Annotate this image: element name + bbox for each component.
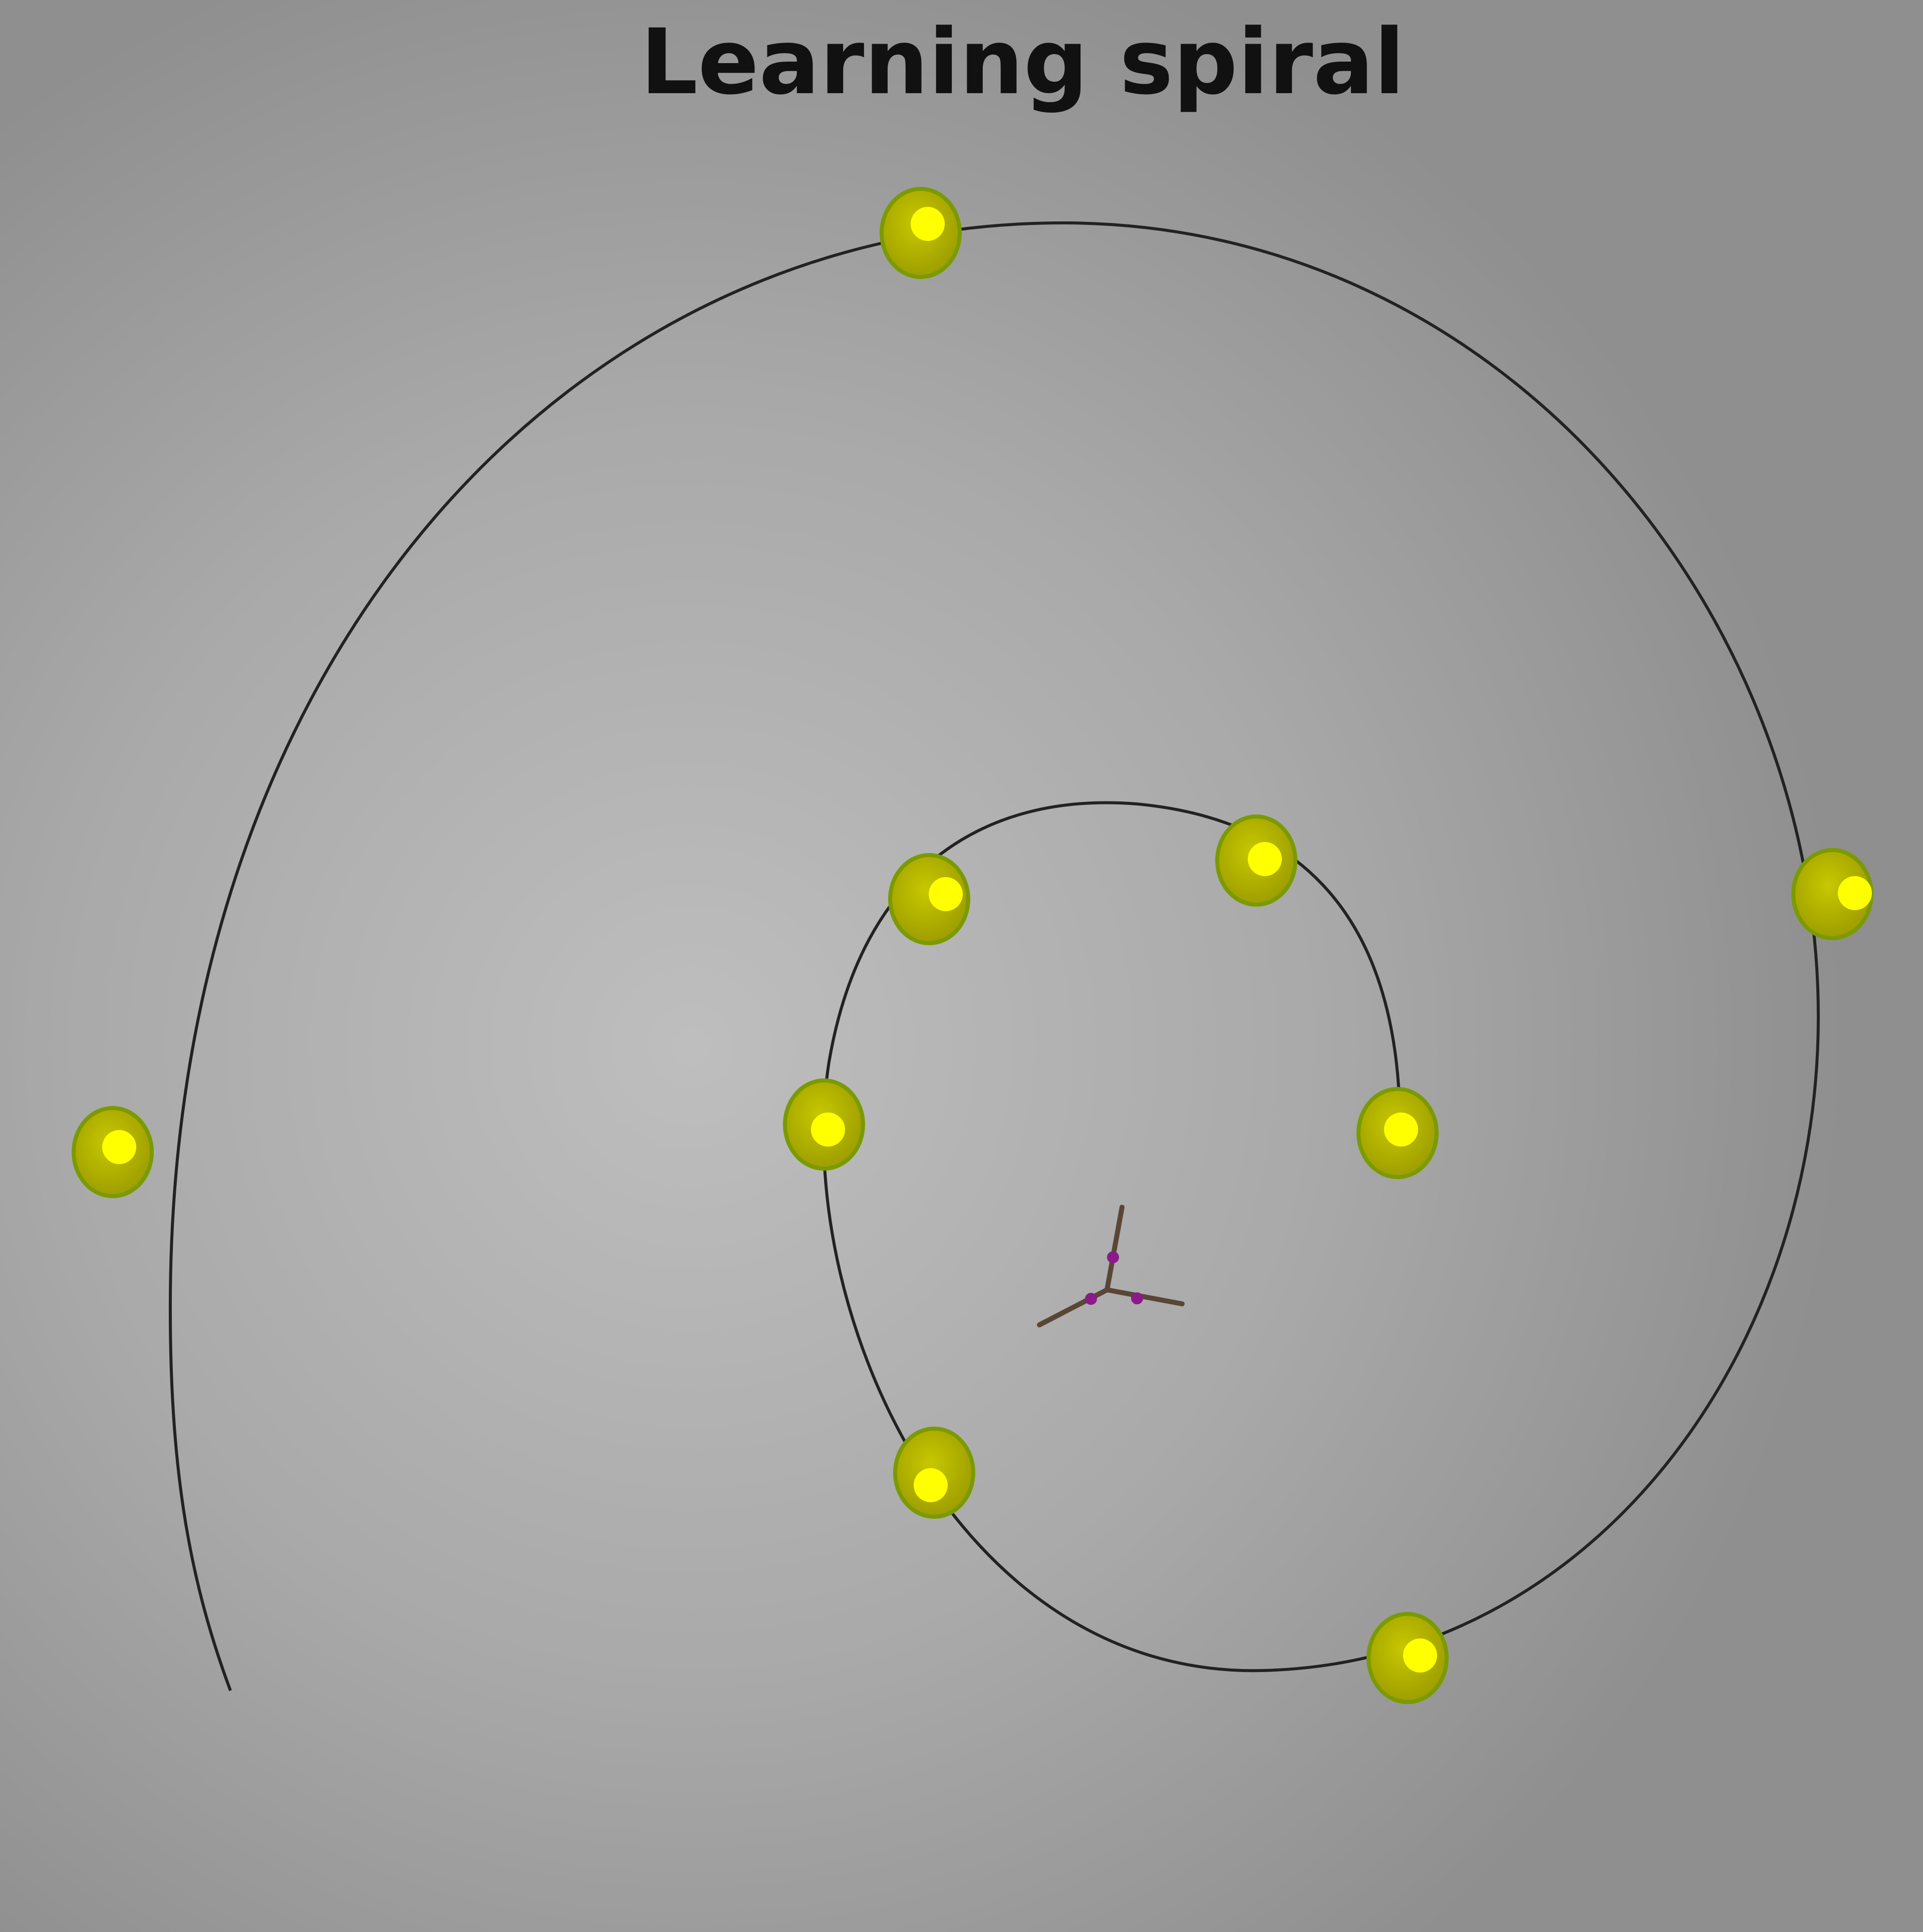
node-core bbox=[1384, 1113, 1418, 1147]
node-core bbox=[1838, 876, 1872, 910]
spiral-node bbox=[1215, 814, 1297, 907]
node-core bbox=[911, 207, 945, 241]
node-core bbox=[914, 1468, 948, 1502]
spiral-node bbox=[72, 1106, 154, 1198]
node-core bbox=[1248, 842, 1282, 876]
spiral-node bbox=[1356, 1087, 1439, 1179]
node-core bbox=[929, 877, 963, 911]
spiral-curve bbox=[168, 221, 1820, 1692]
spiral-node bbox=[1366, 1612, 1449, 1704]
spiral-node bbox=[888, 853, 970, 945]
spiral-node bbox=[880, 187, 962, 279]
node-core bbox=[102, 1130, 136, 1164]
nodes-layer bbox=[72, 187, 1873, 1704]
node-outer bbox=[888, 853, 970, 945]
node-core bbox=[1403, 1638, 1437, 1673]
page-title: Learning spiral bbox=[640, 10, 1405, 115]
center-tripod-icon bbox=[1037, 1205, 1185, 1327]
spiral-node bbox=[1791, 848, 1873, 940]
spiral-node bbox=[893, 1427, 975, 1519]
spiral-node bbox=[783, 1078, 865, 1171]
node-core bbox=[811, 1113, 845, 1147]
